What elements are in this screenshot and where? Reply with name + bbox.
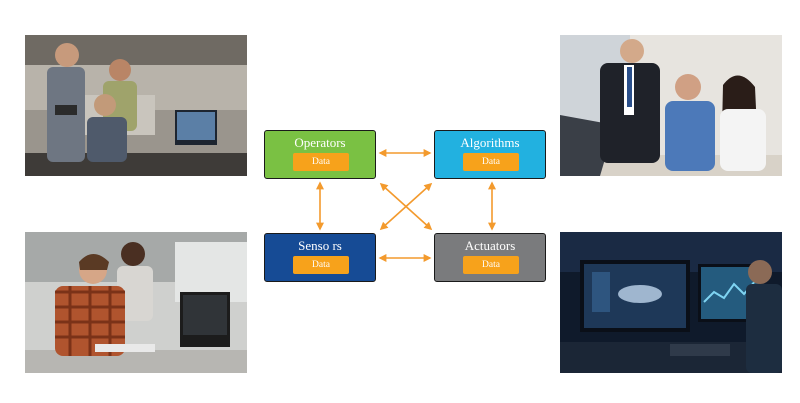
data-badge: Data [293,256,349,274]
node-operators: Operators Data [264,130,376,179]
node-actuators: Actuators Data [434,233,546,282]
node-algorithms: Algorithms Data [434,130,546,179]
photo-algorithms-team [560,35,782,176]
node-sensors: Senso rs Data [264,233,376,282]
node-algorithms-label: Algorithms [460,135,520,150]
data-badge: Data [293,153,349,171]
photo-sensors-team [25,232,247,373]
arrow-algorithms-sensors [379,182,433,231]
photo-operators-team [25,35,247,176]
node-actuators-label: Actuators [464,238,516,253]
data-badge: Data [463,153,519,171]
node-operators-label: Operators [294,135,346,150]
photo-actuators-workstation [560,232,782,373]
arrow-operators-actuators [379,182,433,231]
data-badge: Data [463,256,519,274]
node-sensors-label: Senso rs [298,238,342,253]
